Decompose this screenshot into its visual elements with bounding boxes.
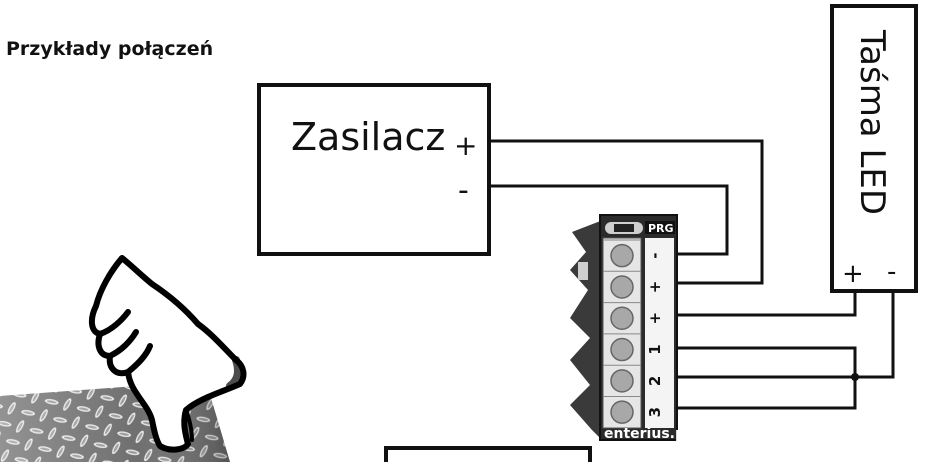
power-supply-minus: - <box>458 173 469 208</box>
prg-label-bg <box>645 221 675 234</box>
pointing-hand-icon <box>88 255 247 453</box>
terminal-screw <box>610 337 634 362</box>
power-supply: Zasilacz + - <box>257 83 491 256</box>
terminal-label: 3 <box>646 407 664 417</box>
power-supply-box <box>257 83 491 256</box>
controller: PRG - + +1 2 3 enterius.pl <box>570 214 690 442</box>
terminal-label: + <box>646 312 664 325</box>
terminal-screw <box>610 369 634 393</box>
partial-box-bottom <box>384 446 592 462</box>
terminal-screw <box>610 243 634 268</box>
terminal-labels: - + +1 2 3 <box>646 253 664 418</box>
wire-junction <box>851 373 859 381</box>
hand-outline <box>88 255 247 453</box>
terminal-label: - <box>646 253 664 259</box>
led-strip-plus: + <box>842 259 864 289</box>
prg-label: PRG <box>648 222 674 235</box>
power-supply-label: Zasilacz <box>291 115 445 159</box>
led-strip-box <box>830 4 918 293</box>
terminal-screw <box>610 306 634 330</box>
terminal-label: 2 <box>646 376 664 386</box>
terminal-screw <box>610 400 634 424</box>
led-strip-minus: - <box>887 257 896 287</box>
pcb-edge <box>570 220 603 438</box>
terminal-screws <box>603 239 641 424</box>
prg-button-cap <box>614 224 634 232</box>
terminal-label: + <box>646 281 664 294</box>
power-supply-plus: + <box>454 129 477 162</box>
terminal-labels-bg <box>645 238 674 428</box>
wire-led-minus <box>660 290 895 379</box>
wire-led-plus <box>660 290 857 317</box>
wire-psu-plus <box>489 139 764 285</box>
wire-psu-minus <box>489 184 729 256</box>
terminal-screw <box>610 275 634 299</box>
page-title: Przykłady połączeń <box>6 38 214 60</box>
terminal-label: 1 <box>646 344 664 354</box>
wires <box>489 139 895 410</box>
pcb-component <box>578 262 588 280</box>
led-strip-label: Taśma LED <box>852 29 892 215</box>
led-strip: Taśma LED + - <box>830 4 918 293</box>
controller-brand: enterius.pl <box>604 426 690 442</box>
